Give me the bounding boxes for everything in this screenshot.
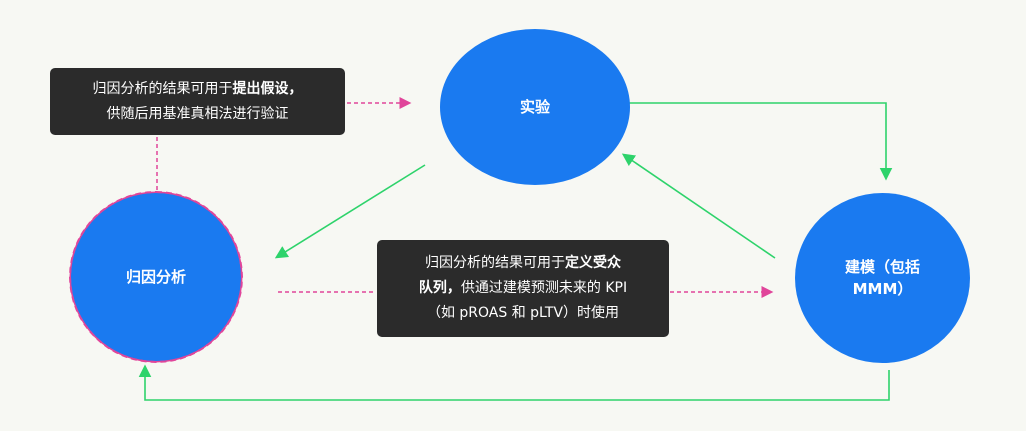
arrow-experiment-to-mmm	[628, 102, 893, 181]
hypothesis-callout: 归因分析的结果可用于提出假设， 供随后用基准真相法进行验证	[50, 68, 345, 135]
mmm-label: 建模（包括 MMM）	[845, 256, 920, 300]
arrow-mmm-to-attribution	[138, 364, 890, 401]
targeting-text-rest: 供通过建模预测未来的 KPI	[460, 280, 628, 296]
targeting-callout-line2: 队列，供通过建模预测未来的 KPI	[377, 276, 669, 301]
arrow-experiment-to-attribution	[274, 164, 426, 259]
targeting-text-prefix: 归因分析的结果可用于	[425, 255, 565, 271]
targeting-callout: 归因分析的结果可用于定义受众 队列，供通过建模预测未来的 KPI （如 pROA…	[377, 240, 669, 337]
attribution-label: 归因分析	[125, 268, 186, 286]
mmm-label-line1: 建模（包括	[844, 258, 920, 276]
experiment-label: 实验	[519, 98, 550, 116]
mmm-node: 建模（包括 MMM）	[795, 193, 970, 363]
attribution-node: 归因分析	[69, 191, 243, 363]
arrow-mmm-to-experiment	[621, 153, 776, 259]
targeting-callout-line3: （如 pROAS 和 pLTV）时使用	[426, 305, 620, 321]
targeting-callout-line1: 归因分析的结果可用于定义受众	[377, 251, 669, 276]
hypothesis-text-prefix: 归因分析的结果可用于	[92, 80, 233, 97]
mmm-label-line2: MMM）	[852, 280, 913, 298]
targeting-text-bold: 定义受众	[565, 255, 621, 271]
experiment-node: 实验	[440, 29, 630, 185]
hypothesis-callout-line1: 归因分析的结果可用于提出假设，	[50, 77, 345, 102]
targeting-text-bold-2: 队列，	[418, 280, 461, 296]
hypothesis-callout-line2: 供随后用基准真相法进行验证	[106, 105, 289, 122]
hypothesis-text-bold: 提出假设，	[232, 80, 303, 97]
